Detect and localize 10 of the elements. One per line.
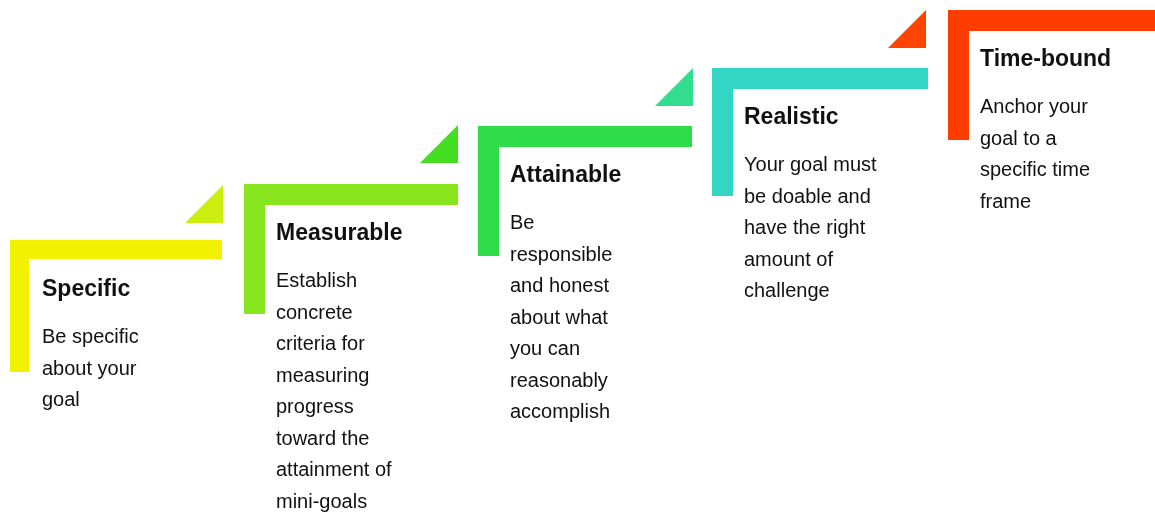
step-description: Anchor your goal to a specific time frame xyxy=(980,94,1092,214)
step-description: Be responsible and honest about what you can reasonably accomplish xyxy=(510,210,614,424)
step-heading: Specific xyxy=(42,275,131,302)
step-heading: Measurable xyxy=(276,219,403,246)
step-description: Your goal must be doable and have the right amount of challenge xyxy=(744,152,878,303)
step-description: Be specific about your goal xyxy=(42,324,140,412)
step-description: Establish concrete criteria for measuring progress toward the attainment of mini-goals xyxy=(276,268,393,514)
step-heading: Realistic xyxy=(744,103,839,130)
step-heading: Time-bound xyxy=(980,45,1112,72)
step-heading: Attainable xyxy=(510,161,622,188)
